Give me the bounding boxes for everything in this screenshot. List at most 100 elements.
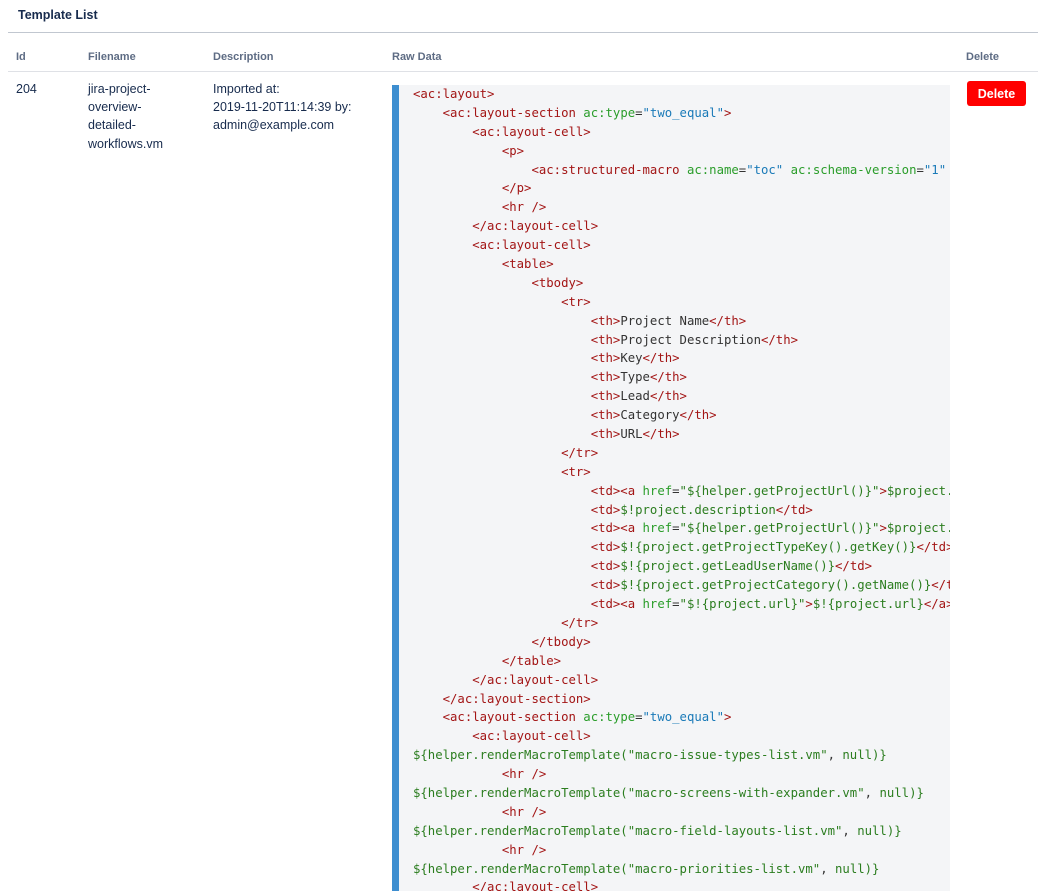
code-line: <hr /> [413, 841, 950, 860]
code-token: <th> [590, 427, 621, 442]
delete-button[interactable]: Delete [967, 81, 1026, 106]
code-token: <hr /> [501, 804, 547, 819]
code-token: ${helper.renderMacroTemplate( [413, 785, 628, 800]
code-token [413, 843, 502, 857]
filename-line: overview- [88, 100, 142, 115]
code-line: <table> [413, 255, 950, 274]
code-token: </ac:layout-cell> [472, 219, 599, 234]
code-token: <td> [590, 502, 621, 517]
code-token: <ac:layout> [413, 87, 495, 101]
code-token: </ac:layout-section> [442, 691, 591, 706]
cell-id: 204 [16, 82, 37, 96]
code-token: $project.key [886, 521, 950, 536]
code-token [413, 559, 591, 573]
code-token: <ac:structured-macro [531, 162, 687, 177]
code-line: </table> [413, 652, 950, 671]
description-line: admin@example.com [213, 118, 335, 133]
code-line: <th>Project Description</th> [413, 331, 950, 350]
code-line: <td>$!{project.getProjectTypeKey().getKe… [413, 538, 950, 557]
code-line: <ac:layout> [413, 85, 950, 104]
code-token: null [835, 861, 865, 876]
code-token: <td> [590, 578, 621, 593]
code-token: = [738, 162, 747, 177]
code-token [413, 540, 591, 554]
header-divider [8, 71, 1038, 72]
code-line: <ac:layout-cell> [413, 123, 950, 142]
code-token [413, 257, 502, 271]
code-token: <ac:layout-section [442, 710, 584, 725]
code-token: <td><a [590, 521, 643, 536]
code-line: <ac:layout-cell> [413, 727, 950, 746]
code-token: "two_equal" [642, 105, 724, 120]
code-line: </tr> [413, 614, 950, 633]
code-token [413, 578, 591, 592]
code-token: </th> [760, 332, 799, 347]
code-token: ac:name [686, 162, 739, 177]
description-line: 2019-11-20T11:14:39 by: [213, 100, 352, 115]
code-token: "macro-field-layouts-list.vm" [627, 823, 843, 838]
code-token: <th> [590, 332, 621, 347]
filename-line: detailed- [88, 118, 136, 133]
code-token [413, 805, 502, 819]
code-token: </td> [835, 559, 873, 574]
code-line: <hr /> [413, 803, 950, 822]
code-token: <ac:layout-cell> [472, 729, 591, 744]
code-token: ac:schema-version [790, 162, 917, 177]
code-token [413, 295, 561, 309]
code-token [413, 767, 502, 781]
code-token: <hr /> [501, 842, 547, 857]
code-token: <td> [590, 540, 621, 555]
code-token [413, 446, 561, 460]
code-line: </ac:layout-cell> [413, 217, 950, 236]
code-line: <th>Key</th> [413, 349, 950, 368]
code-token [413, 597, 591, 611]
code-token [413, 276, 531, 290]
code-token: </tr> [561, 445, 599, 460]
code-token: "two_equal" [642, 710, 724, 725]
code-token [413, 880, 472, 891]
code-token [413, 333, 591, 347]
code-line: <td><a href="${helper.getProjectUrl()}">… [413, 482, 950, 501]
code-token: , [827, 748, 843, 763]
code-token: </p> [501, 181, 532, 196]
code-token: > [723, 710, 732, 725]
code-token: "macro-priorities-list.vm" [627, 861, 821, 876]
code-token [413, 389, 591, 403]
code-line: ${helper.renderMacroTemplate("macro-issu… [413, 746, 950, 765]
code-line: <ac:layout-section ac:type="two_equal"> [413, 708, 950, 727]
code-line: </ac:layout-cell> [413, 671, 950, 690]
code-token: $!{project.getProjectCategory().getName(… [620, 578, 932, 593]
code-token: )} [864, 861, 880, 876]
code-token: "toc" [746, 162, 784, 177]
code-token: Type [620, 370, 650, 385]
code-token: ac:type [583, 105, 636, 120]
code-token: </th> [649, 389, 687, 404]
code-token [413, 314, 591, 328]
code-token [413, 163, 531, 177]
code-line: <hr /> [413, 765, 950, 784]
code-token: <td> [590, 559, 621, 574]
code-token: "macro-issue-types-list.vm" [627, 748, 828, 763]
code-token: > [723, 105, 732, 120]
code-token: = [635, 710, 643, 725]
code-token: "${helper.getProjectUrl()}" [679, 483, 880, 498]
code-token: Category [620, 408, 680, 423]
code-line: <p> [413, 142, 950, 161]
code-line: <hr /> [413, 198, 950, 217]
code-line: ${helper.renderMacroTemplate("macro-fiel… [413, 822, 950, 841]
code-line: <th>Type</th> [413, 368, 950, 387]
code-token: , [820, 861, 836, 876]
code-token: URL [620, 427, 643, 442]
code-token: href [642, 521, 673, 536]
code-line: <th>Project Name</th> [413, 312, 950, 331]
code-token: <td><a [590, 483, 643, 498]
code-token [413, 408, 591, 422]
code-line: <td>$!project.description</td> [413, 501, 950, 520]
code-line: <td><a href="${helper.getProjectUrl()}">… [413, 519, 950, 538]
column-header-id: Id [16, 51, 26, 63]
description-line: Imported at: [213, 82, 280, 96]
code-token [413, 427, 591, 441]
code-token: null [879, 785, 910, 800]
code-token: Key [620, 351, 643, 366]
code-token: "$!{project.url}" [679, 597, 806, 612]
